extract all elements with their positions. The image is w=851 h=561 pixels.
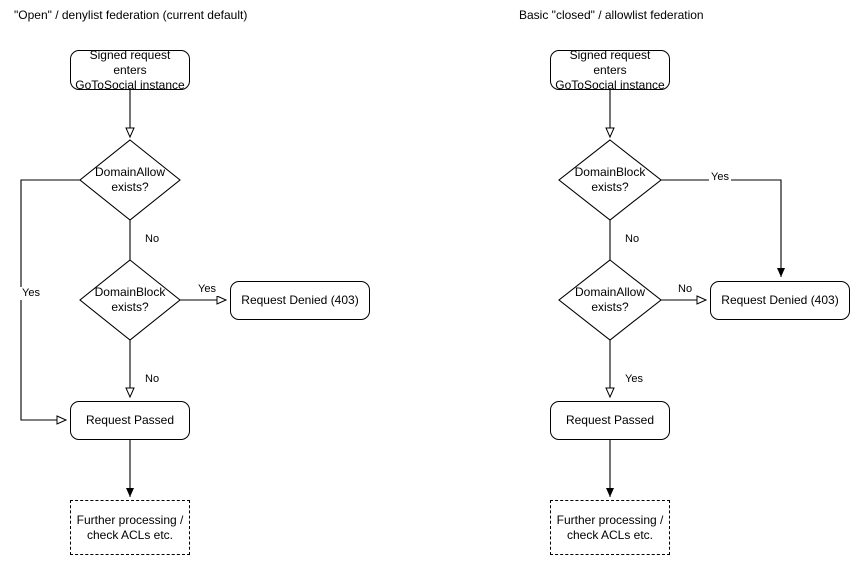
node-domainblock-decision-right: DomainBlock exists?: [559, 140, 661, 220]
node-request-denied-right: Request Denied (403): [710, 281, 850, 320]
node-label: Request Denied (403): [721, 293, 839, 307]
node-label: DomainBlock exists?: [574, 165, 646, 194]
node-request-passed-right: Request Passed: [550, 401, 670, 440]
node-label: DomainAllow exists?: [574, 285, 646, 314]
node-signed-request-left: Signed request enters GoToSocial instanc…: [70, 47, 190, 92]
edge-label-block-yes-left: Yes: [196, 283, 218, 296]
edge-label-block-no-right: No: [623, 233, 642, 246]
decision-shape-block-right: [558, 139, 662, 221]
node-domainblock-decision-left: DomainBlock exists?: [80, 260, 180, 340]
decision-shape-allow-right: [558, 259, 662, 341]
node-further-processing-right: Further processing / check ACLs etc.: [550, 500, 670, 555]
node-label: Request Passed: [565, 413, 655, 427]
edge-block-yes-to-denied-right: [661, 179, 785, 277]
node-further-processing-left: Further processing / check ACLs etc.: [70, 500, 190, 555]
node-label: Signed request enters GoToSocial instanc…: [555, 47, 665, 92]
node-request-passed-left: Request Passed: [70, 401, 190, 440]
node-label: Signed request enters GoToSocial instanc…: [75, 47, 185, 92]
diagram-title-left: "Open" / denylist federation (current de…: [14, 8, 248, 22]
edge-allow-yes-to-passed: [20, 179, 80, 425]
edge-label-block-yes-right: Yes: [709, 171, 731, 184]
edge-label-allow-no-right: No: [676, 283, 695, 296]
decision-shape-allow-left: [79, 139, 181, 221]
node-request-denied-left: Request Denied (403): [230, 281, 370, 320]
node-domainallow-decision-right: DomainAllow exists?: [559, 260, 661, 340]
node-label: Request Passed: [85, 413, 175, 427]
node-label: Further processing / check ACLs etc.: [556, 512, 664, 542]
edge-label-allow-yes-right: Yes: [623, 373, 645, 386]
diagram-title-right: Basic "closed" / allowlist federation: [519, 8, 704, 22]
node-domainallow-decision-left: DomainAllow exists?: [80, 140, 180, 220]
node-signed-request-right: Signed request enters GoToSocial instanc…: [550, 47, 670, 92]
edge-label-block-no-left: No: [143, 373, 162, 386]
edge-label-allow-yes-left: Yes: [20, 287, 42, 300]
node-label: DomainAllow exists?: [94, 165, 166, 194]
node-label: Further processing / check ACLs etc.: [76, 512, 184, 542]
edge-label-allow-no-left: No: [143, 233, 162, 246]
decision-shape-block-left: [79, 259, 181, 341]
node-label: DomainBlock exists?: [94, 285, 166, 314]
node-label: Request Denied (403): [241, 293, 359, 307]
